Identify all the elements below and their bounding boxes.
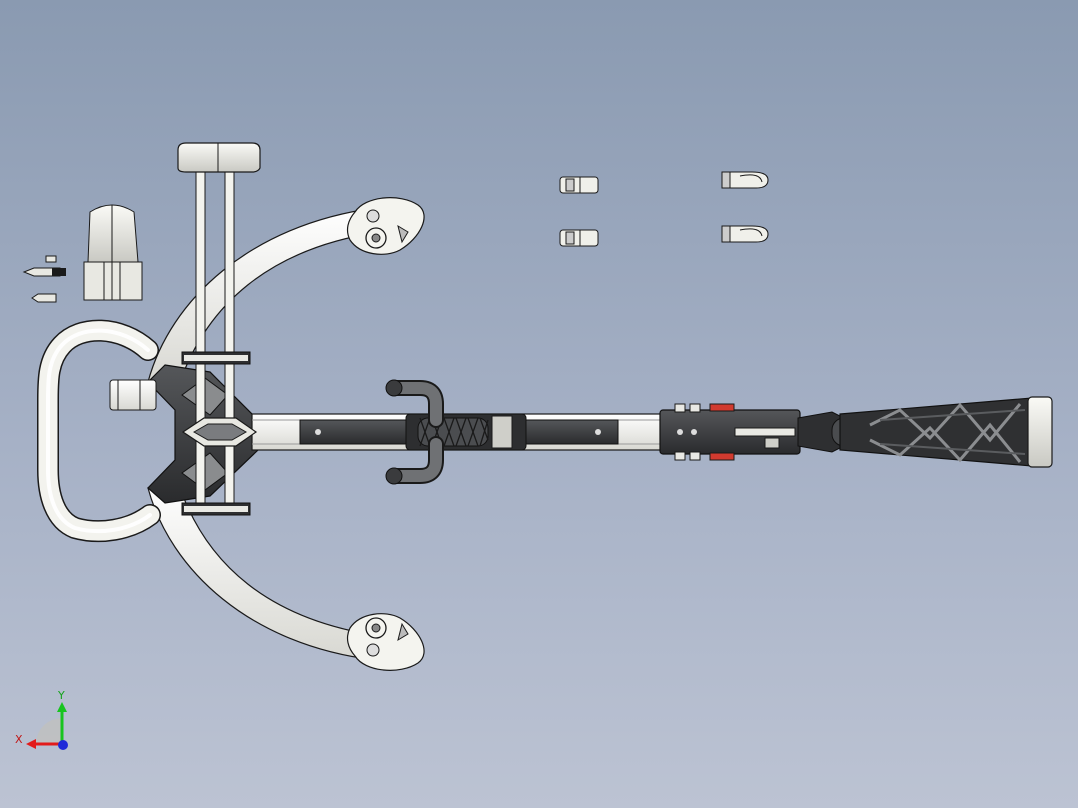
upper-cam-wheel[interactable] [346,197,425,255]
upper-gear-rack[interactable] [181,351,251,365]
front-stirrup[interactable] [37,319,161,543]
triad-x-label: X [15,733,23,746]
loose-hook-clip-bottom[interactable] [721,225,769,243]
lower-cam-wheel[interactable] [346,613,425,671]
loose-bracket-part[interactable] [83,204,143,301]
loose-arrow-bolt[interactable] [22,255,66,303]
front-picatinny-rail[interactable] [299,419,413,445]
triad-z-axis [58,740,68,750]
trigger-housing[interactable] [659,403,801,461]
top-cable-cap[interactable] [177,142,261,173]
loose-bushing-bottom[interactable] [559,229,599,247]
butt-pad[interactable] [1027,396,1053,468]
view-orientation-triad[interactable] [26,702,68,750]
upper-foregrip-tube[interactable] [385,379,444,428]
skeleton-stock[interactable] [839,397,1033,467]
arrow-rest-diamond[interactable] [181,417,258,447]
loose-hook-clip-top[interactable] [721,171,769,189]
triad-y-label: Y [58,689,65,702]
loose-bushing-top[interactable] [559,176,599,194]
scope-mount-grip[interactable] [405,413,527,451]
rear-picatinny-rail[interactable] [521,419,619,445]
lower-foregrip-tube[interactable] [385,436,444,485]
lower-gear-rack[interactable] [181,502,251,516]
